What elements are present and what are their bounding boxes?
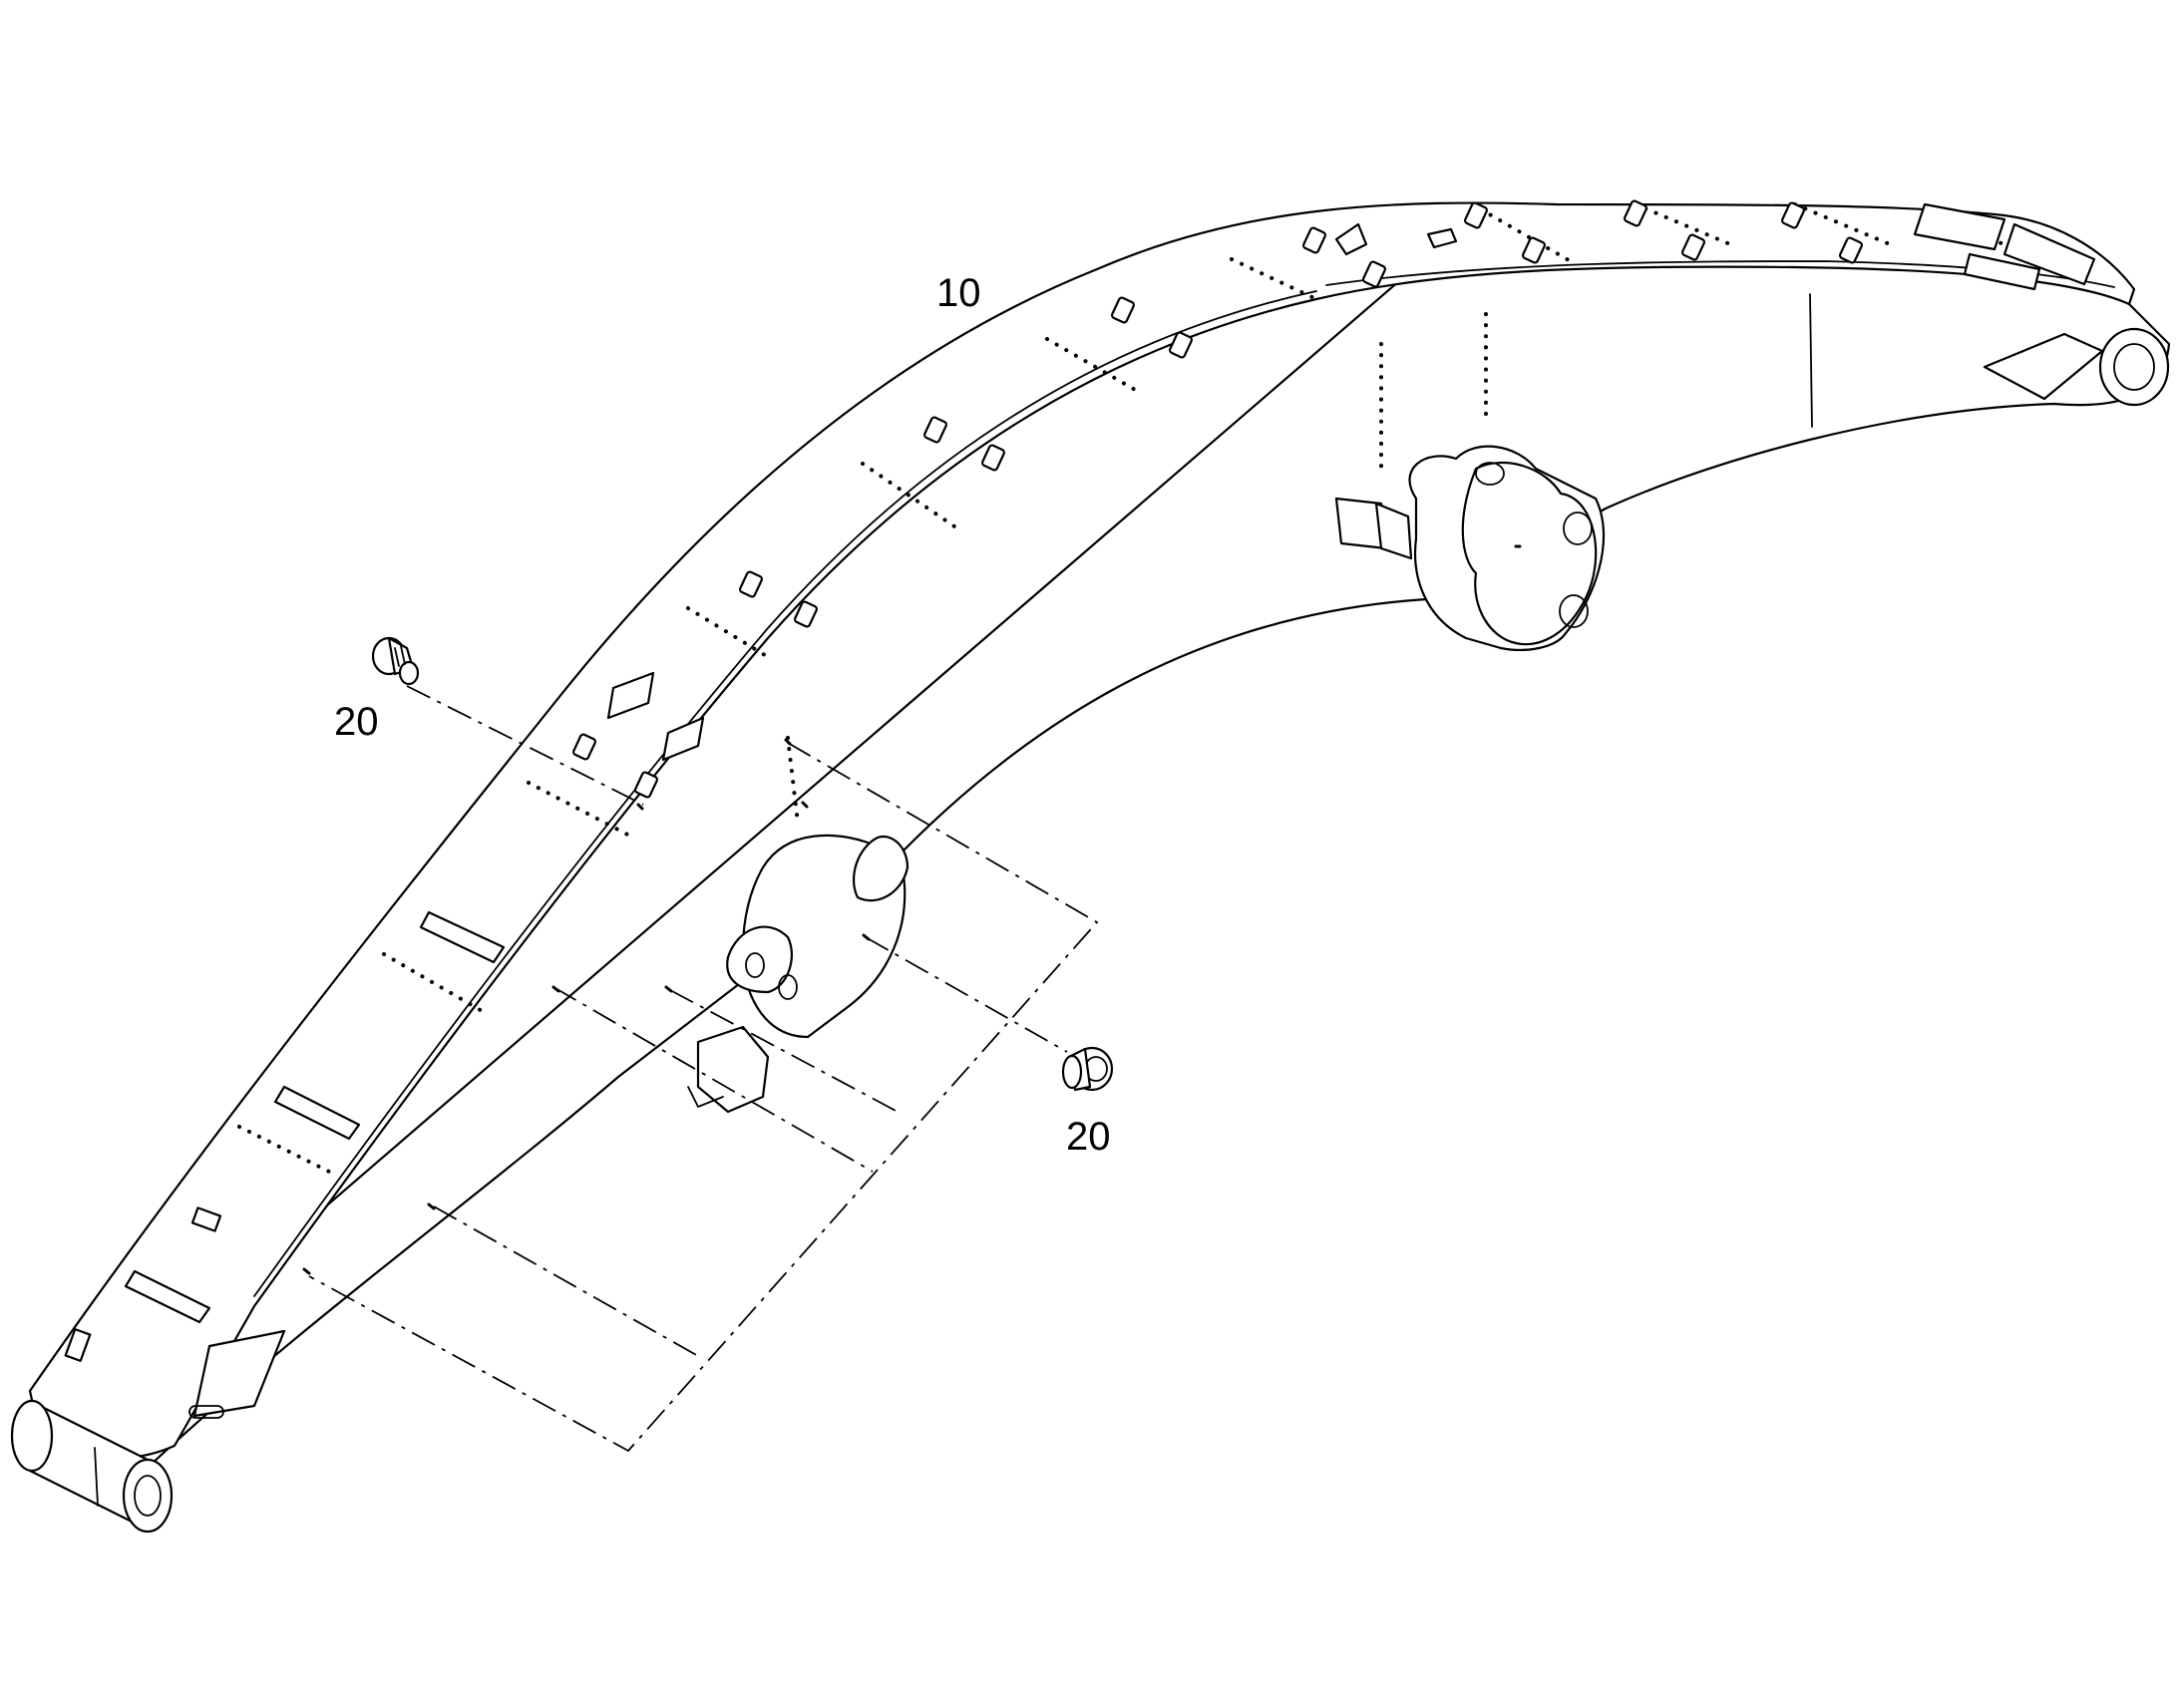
plug-upper-part[interactable] xyxy=(371,636,420,686)
boom-part[interactable] xyxy=(10,199,2171,1534)
callout-label-plug-upper: 20 xyxy=(334,700,379,744)
assembly-leader-lines xyxy=(308,685,1099,1453)
boom-side-plate xyxy=(58,244,2171,1468)
boom-flange-edge xyxy=(253,290,1317,1297)
callout-label-plug-lower: 20 xyxy=(1066,1115,1111,1159)
boom-tip-bushing xyxy=(1983,327,2170,407)
callout-label-boom: 10 xyxy=(936,271,981,315)
boom-nose-line xyxy=(1809,293,1813,428)
cylinder-bracket-upper xyxy=(1334,445,1606,651)
clamp-brackets xyxy=(64,202,2096,1362)
boom-foot-pin-housing xyxy=(10,1329,286,1534)
weld-pads xyxy=(571,199,1864,799)
plug-lower-part[interactable] xyxy=(1061,1046,1114,1092)
cylinder-bracket-lower xyxy=(687,834,909,1114)
